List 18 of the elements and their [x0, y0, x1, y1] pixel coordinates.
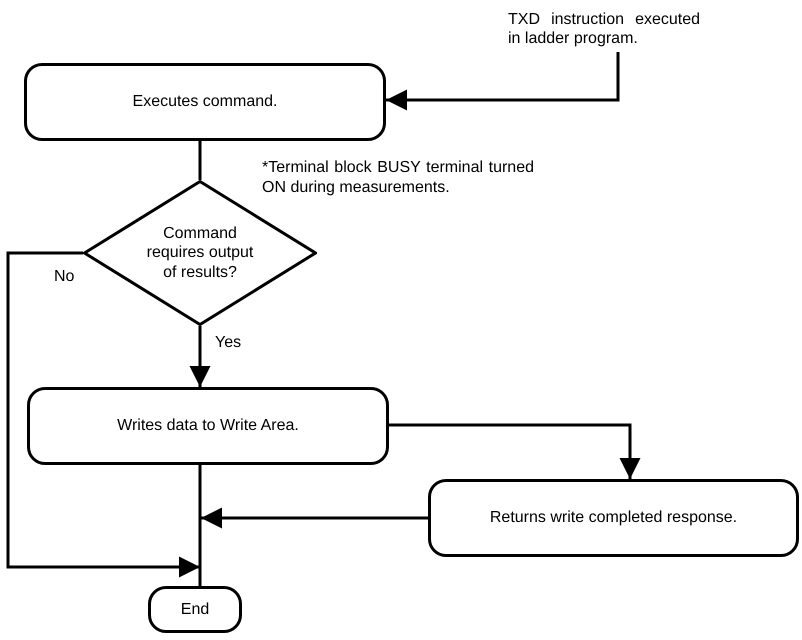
node-text: End	[180, 600, 210, 620]
arrow	[386, 52, 620, 110]
arrow	[6, 252, 200, 578]
process-box	[24, 63, 386, 141]
node-text: Executes command.	[132, 92, 278, 112]
arrow	[389, 424, 640, 479]
connector-line	[198, 465, 202, 586]
process-box	[27, 387, 389, 465]
process-box	[428, 479, 799, 557]
process-box	[148, 586, 242, 633]
arrow	[190, 326, 210, 387]
trigger-note: TXD instruction executed in ladder program.	[508, 10, 700, 48]
node-text: Returns write completed response.	[490, 508, 738, 528]
node-text: Command requires output of results?	[146, 224, 254, 282]
node-text: Writes data to Write Area.	[117, 416, 299, 436]
connector-line	[198, 141, 202, 180]
footnote: *Terminal block BUSY terminal turned ON during measurements.	[262, 158, 534, 198]
arrow	[201, 508, 428, 528]
